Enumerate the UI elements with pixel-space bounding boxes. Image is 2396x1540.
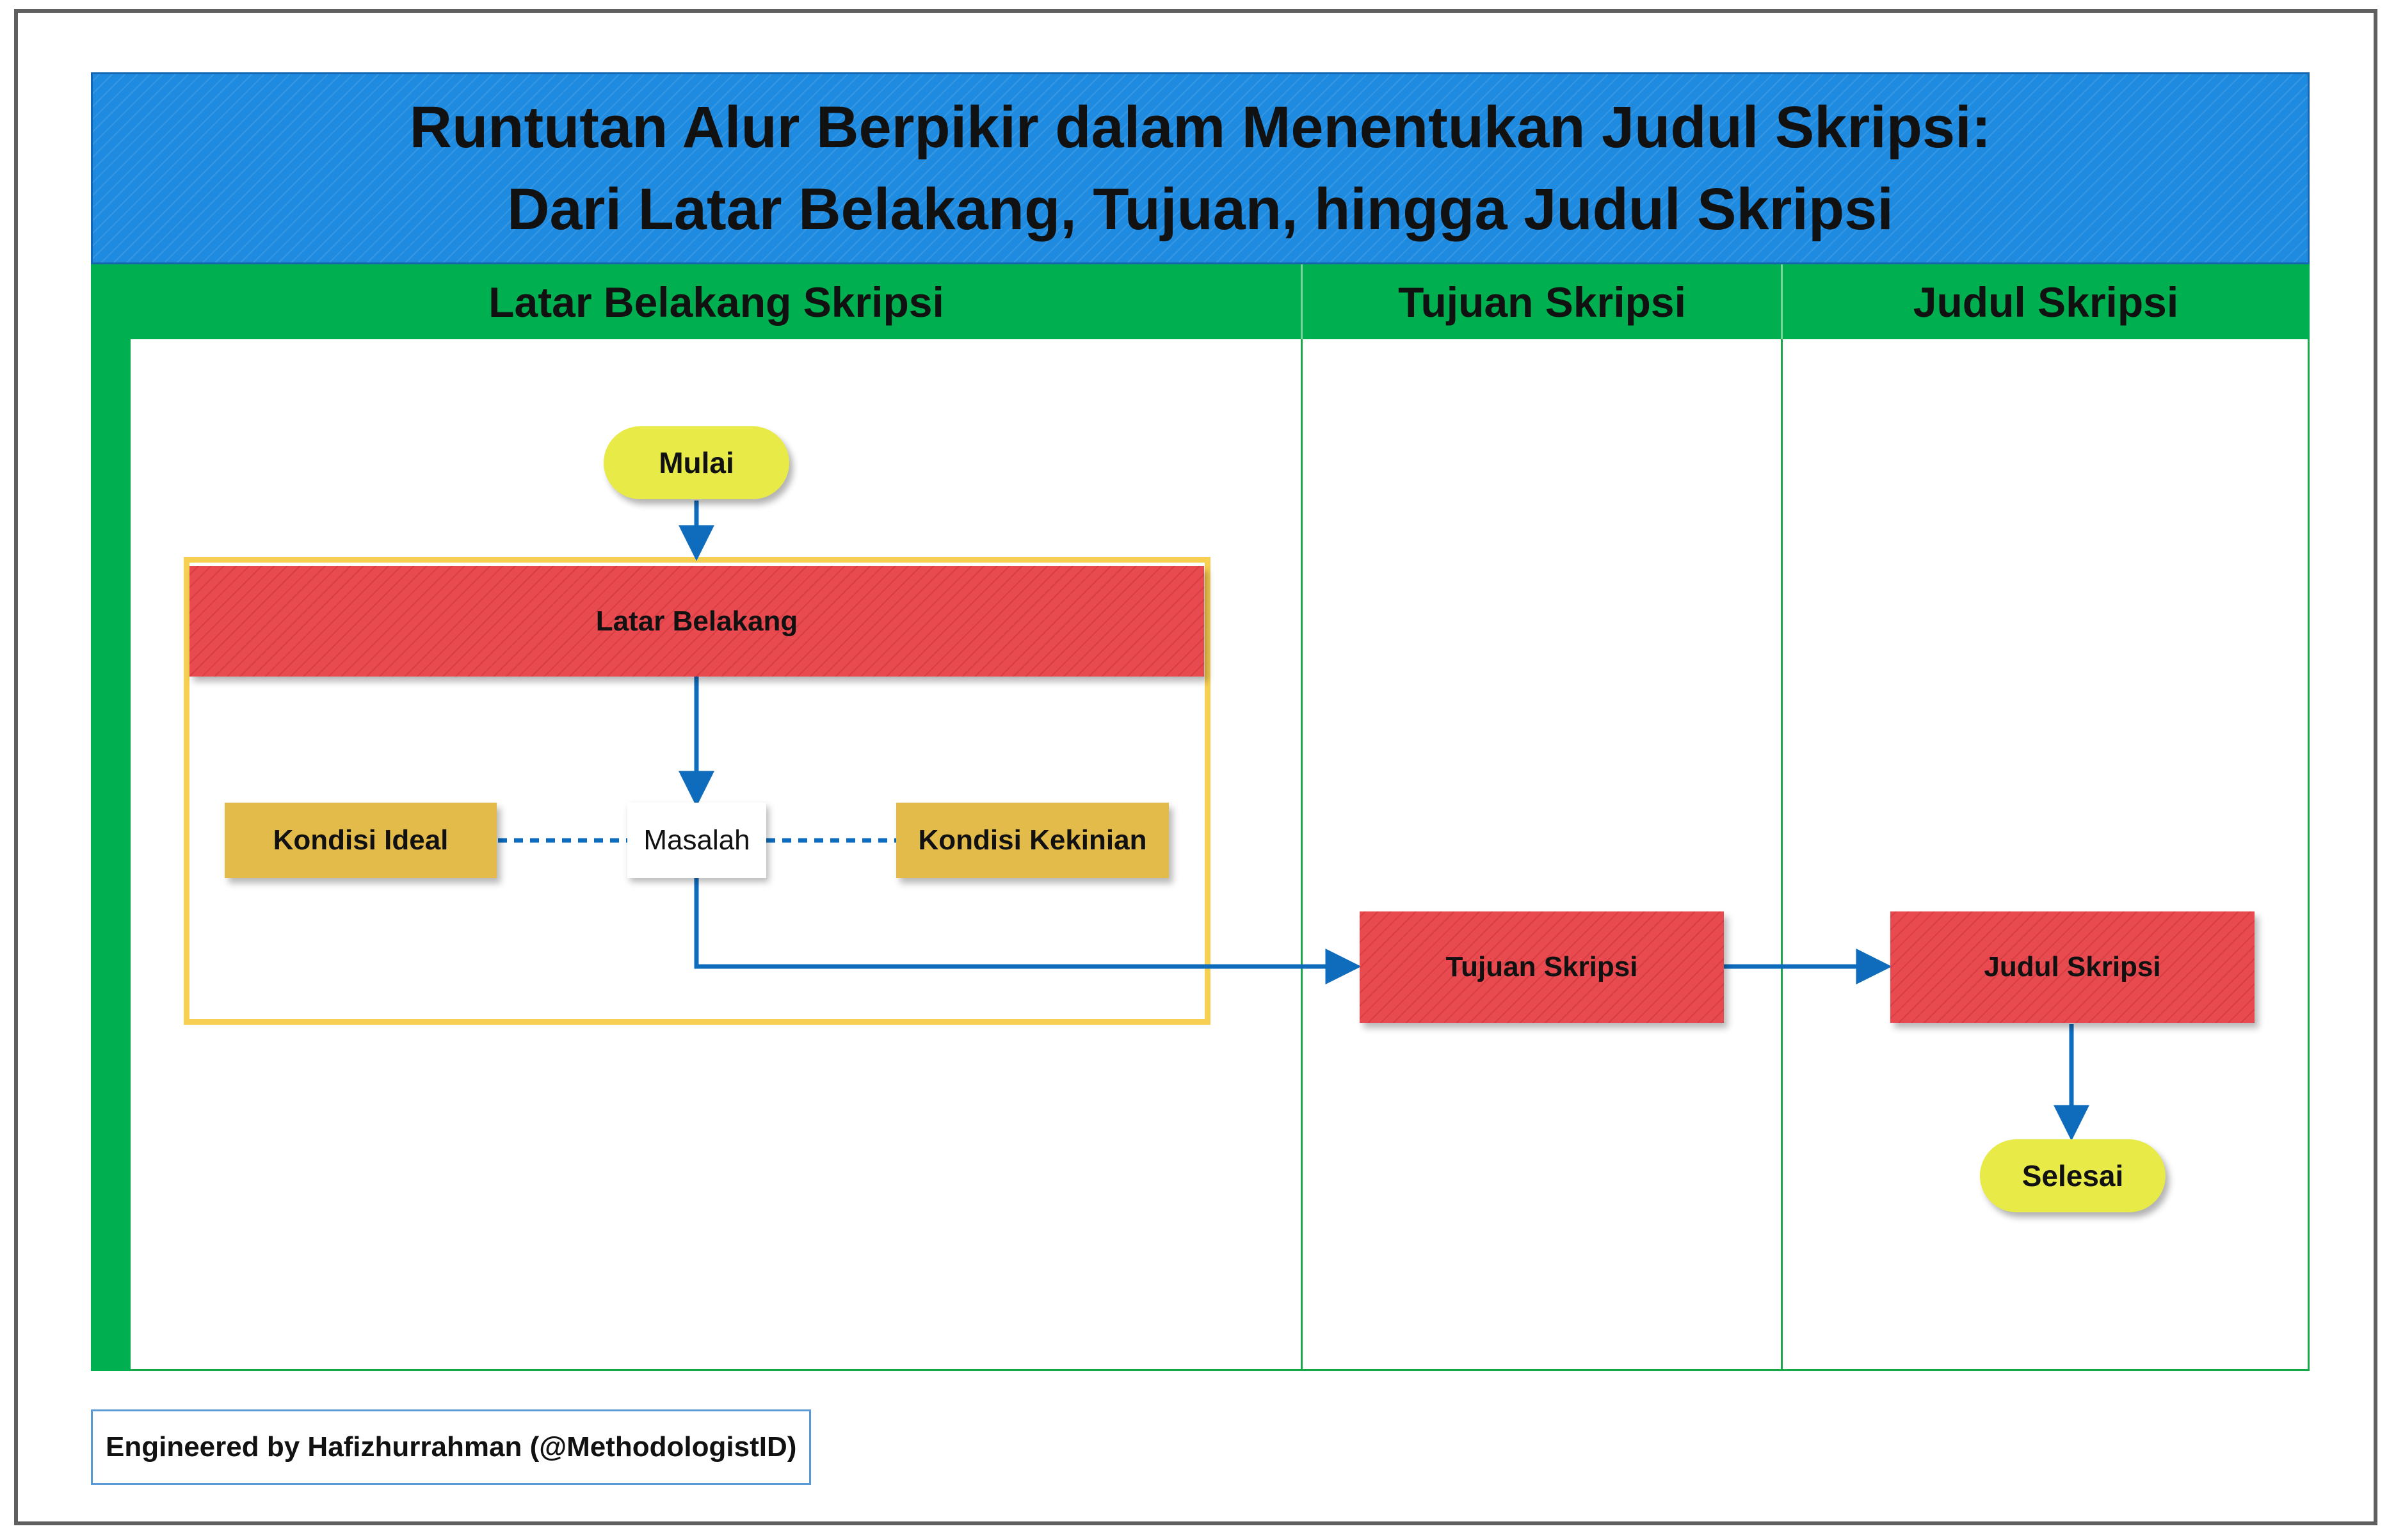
kondisi-ideal-box: Kondisi Ideal (225, 803, 497, 878)
kondisi-kekinian-box: Kondisi Kekinian (896, 803, 1169, 878)
title-line-1: Runtutan Alur Berpikir dalam Menentukan … (409, 95, 1991, 160)
lane-divider-2 (1781, 264, 1783, 1371)
credit-label: Engineered by Hafizhurrahman (@Methodolo… (91, 1409, 811, 1485)
lane-header-divider-2 (1781, 264, 1783, 339)
lane-header-tujuan: Tujuan Skripsi (1302, 264, 1782, 339)
lane-header-judul: Judul Skripsi (1782, 264, 2310, 339)
end-terminator: Selesai (1980, 1139, 2166, 1212)
lane-divider-1 (1301, 264, 1303, 1371)
start-terminator: Mulai (604, 426, 789, 499)
lane-header-divider-1 (1301, 264, 1303, 339)
tujuan-skripsi-box: Tujuan Skripsi (1360, 911, 1724, 1023)
latar-belakang-box: Latar Belakang (189, 566, 1204, 677)
pool-rail (91, 264, 131, 1371)
judul-skripsi-box: Judul Skripsi (1890, 911, 2255, 1023)
title-line-2: Dari Latar Belakang, Tujuan, hingga Judu… (507, 177, 1893, 242)
lane-header-latar-belakang: Latar Belakang Skripsi (131, 264, 1302, 339)
title-banner: Runtutan Alur Berpikir dalam Menentukan … (91, 72, 2310, 264)
masalah-box: Masalah (627, 803, 766, 878)
